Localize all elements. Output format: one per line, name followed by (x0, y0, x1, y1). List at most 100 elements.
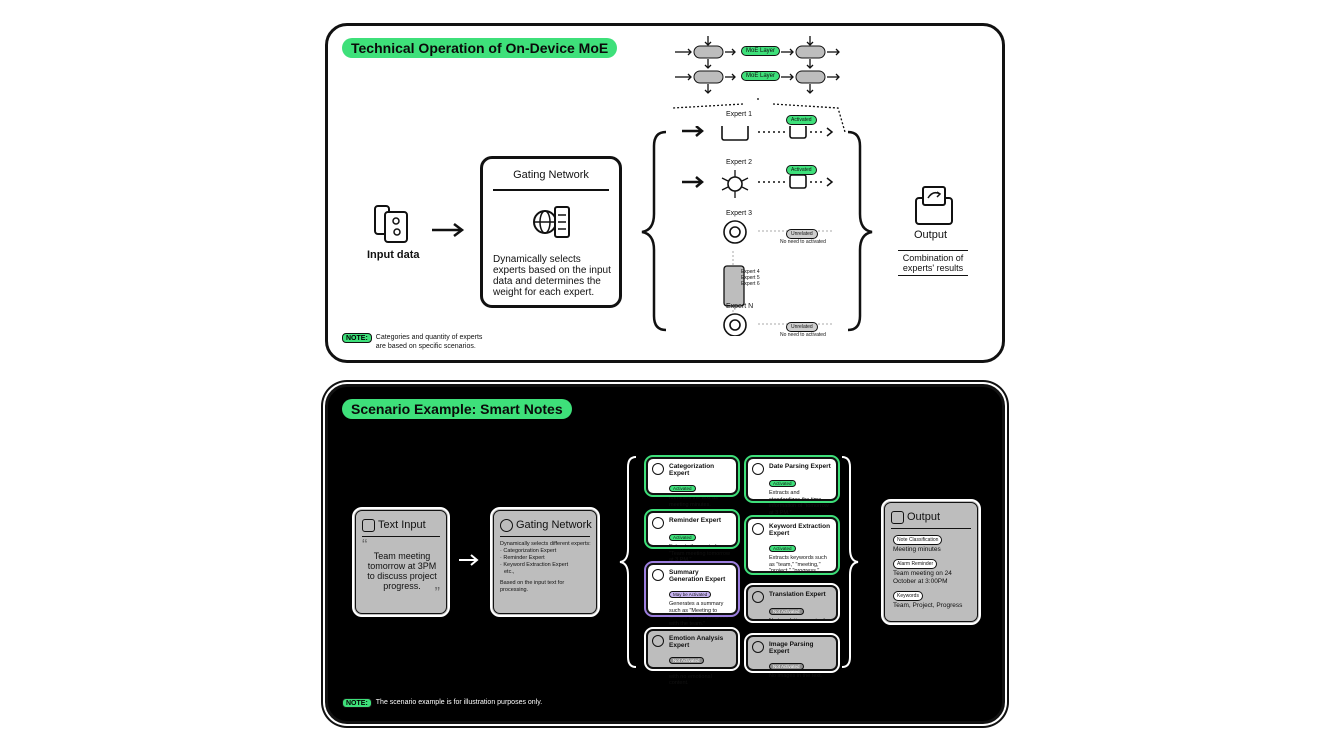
expert-card-translation: Translation Expert Not Activated No tran… (744, 583, 840, 624)
output-tag: Keywords (893, 591, 923, 601)
gating-footer: Based on the input text for processing. (500, 580, 565, 593)
expert-braces (619, 456, 859, 668)
output-item: Note Classification Meeting minutes (893, 535, 973, 554)
globe-server-icon (533, 206, 570, 238)
arrow-right-icon (432, 223, 465, 237)
expert-card-reminder: Reminder Expert Activated Extracts the r… (644, 509, 740, 563)
scenario-panel: Scenario Example: Smart Notes Text Input… (325, 384, 1005, 724)
note-tag: NOTE: (342, 333, 372, 343)
output-description: Combination of experts' results (898, 250, 968, 276)
expert-badge: Not Activated (669, 657, 704, 664)
note-text: The scenario example is for illustration… (375, 699, 543, 706)
expert-n-note: No need to activated (780, 332, 826, 338)
emotion-icon (652, 635, 664, 647)
output-card: Output Note Classification Meeting minut… (881, 499, 981, 625)
expert-title: Keyword Extraction Expert (769, 523, 831, 537)
stack-item: Expert 5 (741, 275, 760, 281)
expert-2-status: Activated (786, 165, 817, 175)
expert-card-image-parsing: Image Parsing Expert Not Activated No im… (744, 633, 840, 679)
output-value: Team meeting on 24 October at 3:00PM (893, 570, 952, 585)
expert-desc: Generates a summary such as "Meeting to … (669, 601, 729, 627)
text-input-card: Text Input “ Team meeting tomorrow at 3P… (352, 507, 450, 617)
expert-card-summary-generation: Summary Generation Expert May be Activat… (644, 561, 740, 627)
expert-n-status: Unrelated (786, 322, 818, 332)
document-icon (652, 569, 664, 581)
output-label: Output (914, 229, 948, 241)
expert-desc: No images in the text. (769, 673, 823, 679)
moe-technical-panel: Technical Operation of On-Device MoE (325, 23, 1005, 363)
arrow-right-icon (459, 554, 479, 566)
divider (500, 536, 590, 537)
expert-desc: Extracts the reminder "Team meeting tomo… (669, 544, 730, 563)
stack-item: Expert 6 (741, 281, 760, 287)
stack-item: Expert 4 (741, 269, 760, 275)
expert-title: Translation Expert (769, 591, 826, 598)
gating-text: Dynamically selects different experts: ·… (500, 541, 592, 594)
note-line: are based on specific scenarios. (375, 343, 476, 350)
expert-2-label: Expert 2 (726, 159, 753, 166)
brain-icon (652, 463, 664, 475)
expert-title: Image Parsing Expert (769, 641, 814, 655)
moe-layer-pill-2: MoE Layer (741, 71, 781, 81)
expert-braces (641, 126, 873, 336)
expert-desc: No translation required. (769, 618, 827, 624)
phone-icon (374, 205, 408, 243)
gating-network-description: Dynamically selects experts based on the… (493, 254, 611, 298)
expert-desc: Identifies the text as meeting minutes. (669, 495, 718, 508)
output-icon (891, 511, 904, 524)
expert-card-categorization: Categorization Expert Activated Identifi… (644, 455, 740, 508)
moe-layer-pill-1: MoE Layer (741, 46, 781, 56)
output-tag: Alarm Reminder (893, 559, 938, 569)
input-label: Input data (367, 249, 420, 261)
expert-badge: Activated (669, 485, 696, 492)
output-items: Note Classification Meeting minutes Alar… (893, 535, 973, 610)
expert-1-label: Expert 1 (726, 111, 753, 118)
output-title: Output (907, 511, 941, 523)
gating-item: · Keyword Extraction Expert (500, 562, 569, 568)
top-note: NOTE: Categories and quantity of experts… (342, 333, 482, 351)
expert-3-note: No need to activated (780, 239, 826, 245)
panel-title: Technical Operation of On-Device MoE (342, 38, 618, 58)
expert-3-status: Unrelated (786, 229, 818, 239)
bell-icon (652, 517, 664, 529)
quote-open: “ (362, 537, 368, 554)
quote-close: ” (434, 585, 440, 602)
expert-card-emotion-analysis: Emotion Analysis Expert Not Activated As… (644, 627, 740, 686)
bottom-note: NOTE: The scenario example is for illust… (342, 698, 542, 708)
moe-layer-diagram (673, 36, 846, 133)
expert-title: Categorization Expert (669, 463, 715, 477)
output-tag: Note Classification (893, 535, 943, 545)
expert-title: Summary Generation Expert (669, 569, 726, 583)
expert-desc: As this is a factual record with no emot… (669, 667, 731, 686)
expert-title: Date Parsing Expert (769, 463, 831, 470)
gating-intro: Dynamically selects different experts: (500, 541, 591, 547)
expert-card-keyword-extraction: Keyword Extraction Expert Activated Extr… (744, 515, 840, 575)
expert-desc: Extracts keywords such as "team," "meeti… (769, 555, 827, 574)
output-value: Meeting minutes (893, 546, 941, 553)
output-box-icon (915, 186, 953, 225)
gating-item: · Categorization Expert (500, 548, 557, 554)
expert-desc: Extracts and standardizes the time infor… (769, 490, 829, 516)
output-value: Team, Project, Progress (893, 602, 963, 609)
expert-badge: Activated (769, 480, 796, 487)
scenario-title: Scenario Example: Smart Notes (342, 399, 572, 419)
output-item: Keywords Team, Project, Progress (893, 591, 973, 610)
translate-icon (752, 591, 764, 603)
text-input-title: Text Input (378, 519, 426, 531)
stacked-experts: Expert 4 Expert 5 Expert 6 (741, 269, 760, 287)
expert-badge: Activated (769, 545, 796, 552)
note-tag: NOTE: (342, 698, 372, 708)
expert-3-label: Expert 3 (726, 210, 753, 217)
expert-title: Emotion Analysis Expert (669, 635, 724, 649)
output-item: Alarm Reminder Team meeting on 24 Octobe… (893, 559, 973, 586)
globe-icon (500, 519, 513, 532)
divider (493, 189, 609, 191)
gating-network-title: Gating Network (513, 169, 589, 181)
calendar-icon (752, 463, 764, 475)
divider (362, 536, 440, 537)
key-icon (752, 523, 764, 535)
gating-network-box: Gating Network Dynamically selects exper… (480, 156, 622, 308)
image-icon (752, 641, 764, 653)
expert-badge: May be Activated (669, 591, 712, 598)
expert-card-date-parsing: Date Parsing Expert Activated Extracts a… (744, 455, 840, 516)
